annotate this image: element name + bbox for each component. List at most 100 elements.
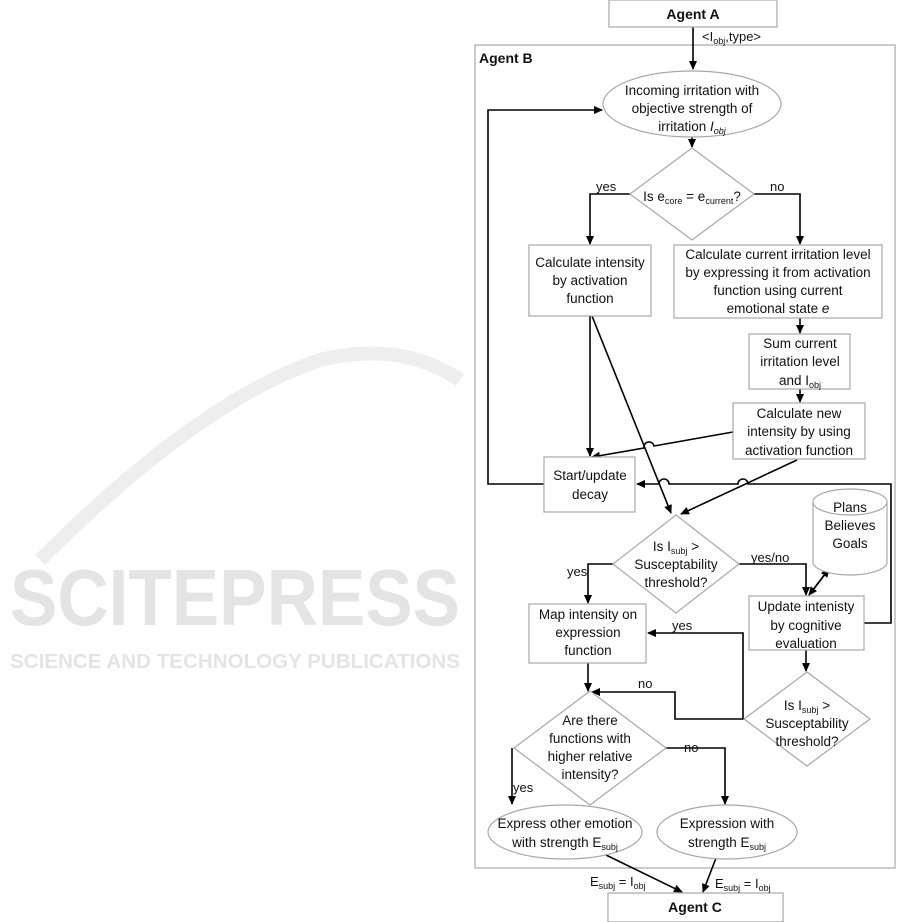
text-segment: Start/update [553,468,627,483]
text-segment: Agent A [666,6,719,22]
node-text-line: expression [555,625,620,640]
agent-b-frame [474,44,896,869]
edge-label-higher-yes: yes [513,780,534,795]
node-text-line: Express other emotion [497,816,632,831]
text-segment: subj [750,842,767,852]
text-segment: obj [713,36,725,46]
node-text-line: intensity? [561,767,618,782]
edge-intensity-to-threshold [591,315,672,514]
node-shape [742,671,872,767]
node-text-line: higher relative [548,749,633,764]
text-segment: Is I [784,698,802,713]
node-text-line: Plans [833,500,867,515]
node-shape [656,804,798,860]
text-segment: Calculate new [757,406,842,421]
text-segment: obj [634,881,646,891]
text-segment: Express other emotion [497,816,632,831]
node-incoming: Incoming irritation with objective streng… [602,70,782,138]
edge-other-to-c [605,854,683,893]
edge-label-core-no: no [770,179,784,194]
watermark-title: SCITEPRESS [10,553,460,642]
watermark-subtitle: SCIENCE AND TECHNOLOGY PUBLICATIONS [10,651,460,673]
node-text-line: by activation [552,273,627,288]
node-expression: Expression with strength Esubj [656,804,798,860]
text-segment: Plans [833,500,867,515]
node-decay: Start/update decay [543,456,636,513]
text-segment: irritation level [760,354,840,369]
text-segment: obj [809,380,821,390]
node-text-line: Sum current [763,336,837,351]
edge-thr1-yesno [739,563,810,596]
text-segment: Goals [832,536,868,551]
node-text-line: threshold? [775,734,838,749]
node-agent-c: Agent C [607,892,784,922]
node-text-line: evaluation [775,636,837,651]
text-segment: function [564,643,611,658]
node-text-line: functions with [549,731,631,746]
node-shape [812,488,888,516]
node-text-line: Incoming irritation with [625,83,759,98]
text-segment: > [687,539,699,554]
node-shape [612,514,740,614]
text-segment: no [638,676,652,691]
node-shape [628,147,756,241]
text-segment: activation function [745,443,853,458]
text-segment: Believes [824,518,875,533]
text-segment: Incoming irritation with [625,83,759,98]
node-text-line: emotional state e [727,301,830,316]
text-segment: Update intenisty [758,599,855,614]
text-segment: irritation [658,119,710,134]
edge-new-to-threshold [680,459,798,515]
text-segment: obj [759,883,771,893]
edge-feedback-to-decay [636,478,892,624]
node-text-line: Susceptability [634,557,718,572]
node-is-core: Is ecore = ecurrent? [628,147,756,241]
text-segment: e [822,301,830,316]
node-agent-a: Agent A [608,0,778,28]
node-shape [528,244,652,317]
text-segment: > [818,698,830,713]
node-shape [812,502,888,576]
text-segment: subj [724,883,741,893]
text-segment: higher relative [548,749,633,764]
text-segment: no [684,740,698,755]
text-segment: subj [601,842,618,852]
text-segment: yes [596,179,617,194]
watermark: SCITEPRESS SCIENCE AND TECHNOLOGY PUBLIC… [10,346,464,673]
text-segment: function [566,291,613,306]
text-segment: and I [779,373,809,388]
node-sum-current: Sum current irritation level and Iobj [748,333,851,390]
node-shape [673,244,883,319]
edge-label-input: <Iobj,type> [702,29,761,46]
text-segment: expression [555,625,620,640]
text-segment: Calculate current irritation level [685,247,870,262]
node-calc-current: Calculate current irritation level by exp… [673,244,883,319]
node-text-line: Susceptability [765,716,849,731]
node-shape [608,0,778,28]
text-segment: = I [740,876,758,891]
text-segment: by expressing it from activation [685,265,870,280]
node-text-line: decay [572,487,608,502]
node-shape [607,892,784,922]
text-segment: = e [682,189,705,204]
text-segment: obj [714,126,727,136]
text-segment: yes/no [751,550,789,565]
text-segment: ,type> [725,29,761,44]
node-text-line: objective strength of [632,101,753,116]
node-text-line: function [564,643,611,658]
edge-label-thr1-yes: yes [567,564,588,579]
node-shape [748,595,865,651]
node-text-line: Expression with [680,816,775,831]
node-text-line: Agent C [668,899,722,915]
text-segment: Sum current [763,336,837,351]
text-segment: Are there [562,713,618,728]
text-segment: by activation [552,273,627,288]
text-segment: strength E [688,835,750,850]
edge-new-to-decay [591,431,734,460]
edge-thr1-yes [584,563,613,604]
node-shape [748,333,851,390]
